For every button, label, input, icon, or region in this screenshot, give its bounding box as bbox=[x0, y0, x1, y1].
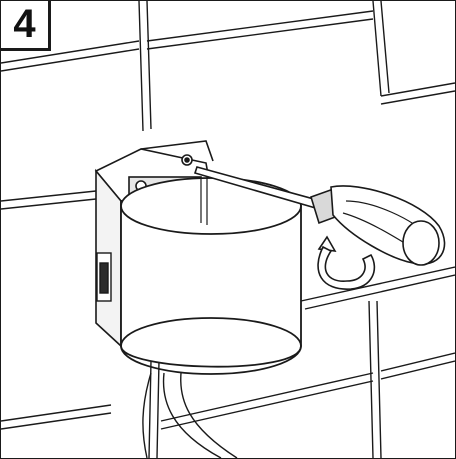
screwdriver bbox=[193, 166, 446, 266]
cylinder-housing bbox=[120, 177, 302, 375]
cable bbox=[142, 372, 238, 458]
step-number: 4 bbox=[1, 1, 51, 51]
side-switch bbox=[96, 252, 112, 302]
clockwise-rotation-arrow-icon bbox=[317, 235, 376, 290]
